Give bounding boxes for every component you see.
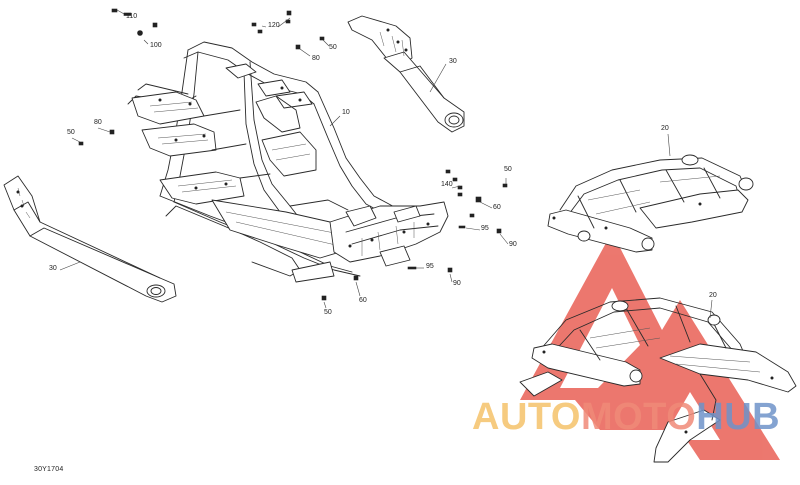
callout-95: 95 xyxy=(426,263,434,270)
callout-50: 50 xyxy=(67,129,75,136)
callout-30: 30 xyxy=(449,58,457,65)
part-30-left-bar xyxy=(3,175,177,303)
hardware-fasteners xyxy=(78,8,508,301)
callout-95: 95 xyxy=(481,225,489,232)
callout-90: 90 xyxy=(509,241,517,248)
part-30-right-bar xyxy=(347,15,465,133)
watermark-brand-part3: HUB xyxy=(696,396,781,438)
callout-140: 140 xyxy=(441,181,453,188)
callout-100: 100 xyxy=(150,42,162,49)
callout-20: 20 xyxy=(661,125,669,132)
callout-110: 110 xyxy=(126,13,137,20)
watermark-brand-part2: MOTO xyxy=(580,396,697,438)
callout-80: 80 xyxy=(94,119,102,126)
callout-50: 50 xyxy=(324,309,332,316)
callout-50: 50 xyxy=(329,44,337,51)
callout-10: 10 xyxy=(342,109,350,116)
watermark-brand-text: AUTOMOTOHUB xyxy=(472,398,780,436)
callout-50: 50 xyxy=(504,166,512,173)
part-20-upper-subframe xyxy=(547,154,754,253)
callout-labels: 110 100 120 80 50 30 10 80 50 20 50 140 … xyxy=(49,13,717,316)
callout-120: 120 xyxy=(268,22,280,29)
callout-30: 30 xyxy=(49,265,57,272)
callout-60: 60 xyxy=(493,204,501,211)
part-20-lower-subframe xyxy=(519,297,797,463)
callout-80: 80 xyxy=(312,55,320,62)
callout-90: 90 xyxy=(453,280,461,287)
diagram-reference-code: 30Y1704 xyxy=(34,466,64,473)
callout-60: 60 xyxy=(359,297,367,304)
callout-leaders xyxy=(59,17,713,319)
part-10-main-frame xyxy=(127,41,449,283)
callout-20: 20 xyxy=(709,292,717,299)
watermark-brand-part1: AUTO xyxy=(472,396,581,438)
